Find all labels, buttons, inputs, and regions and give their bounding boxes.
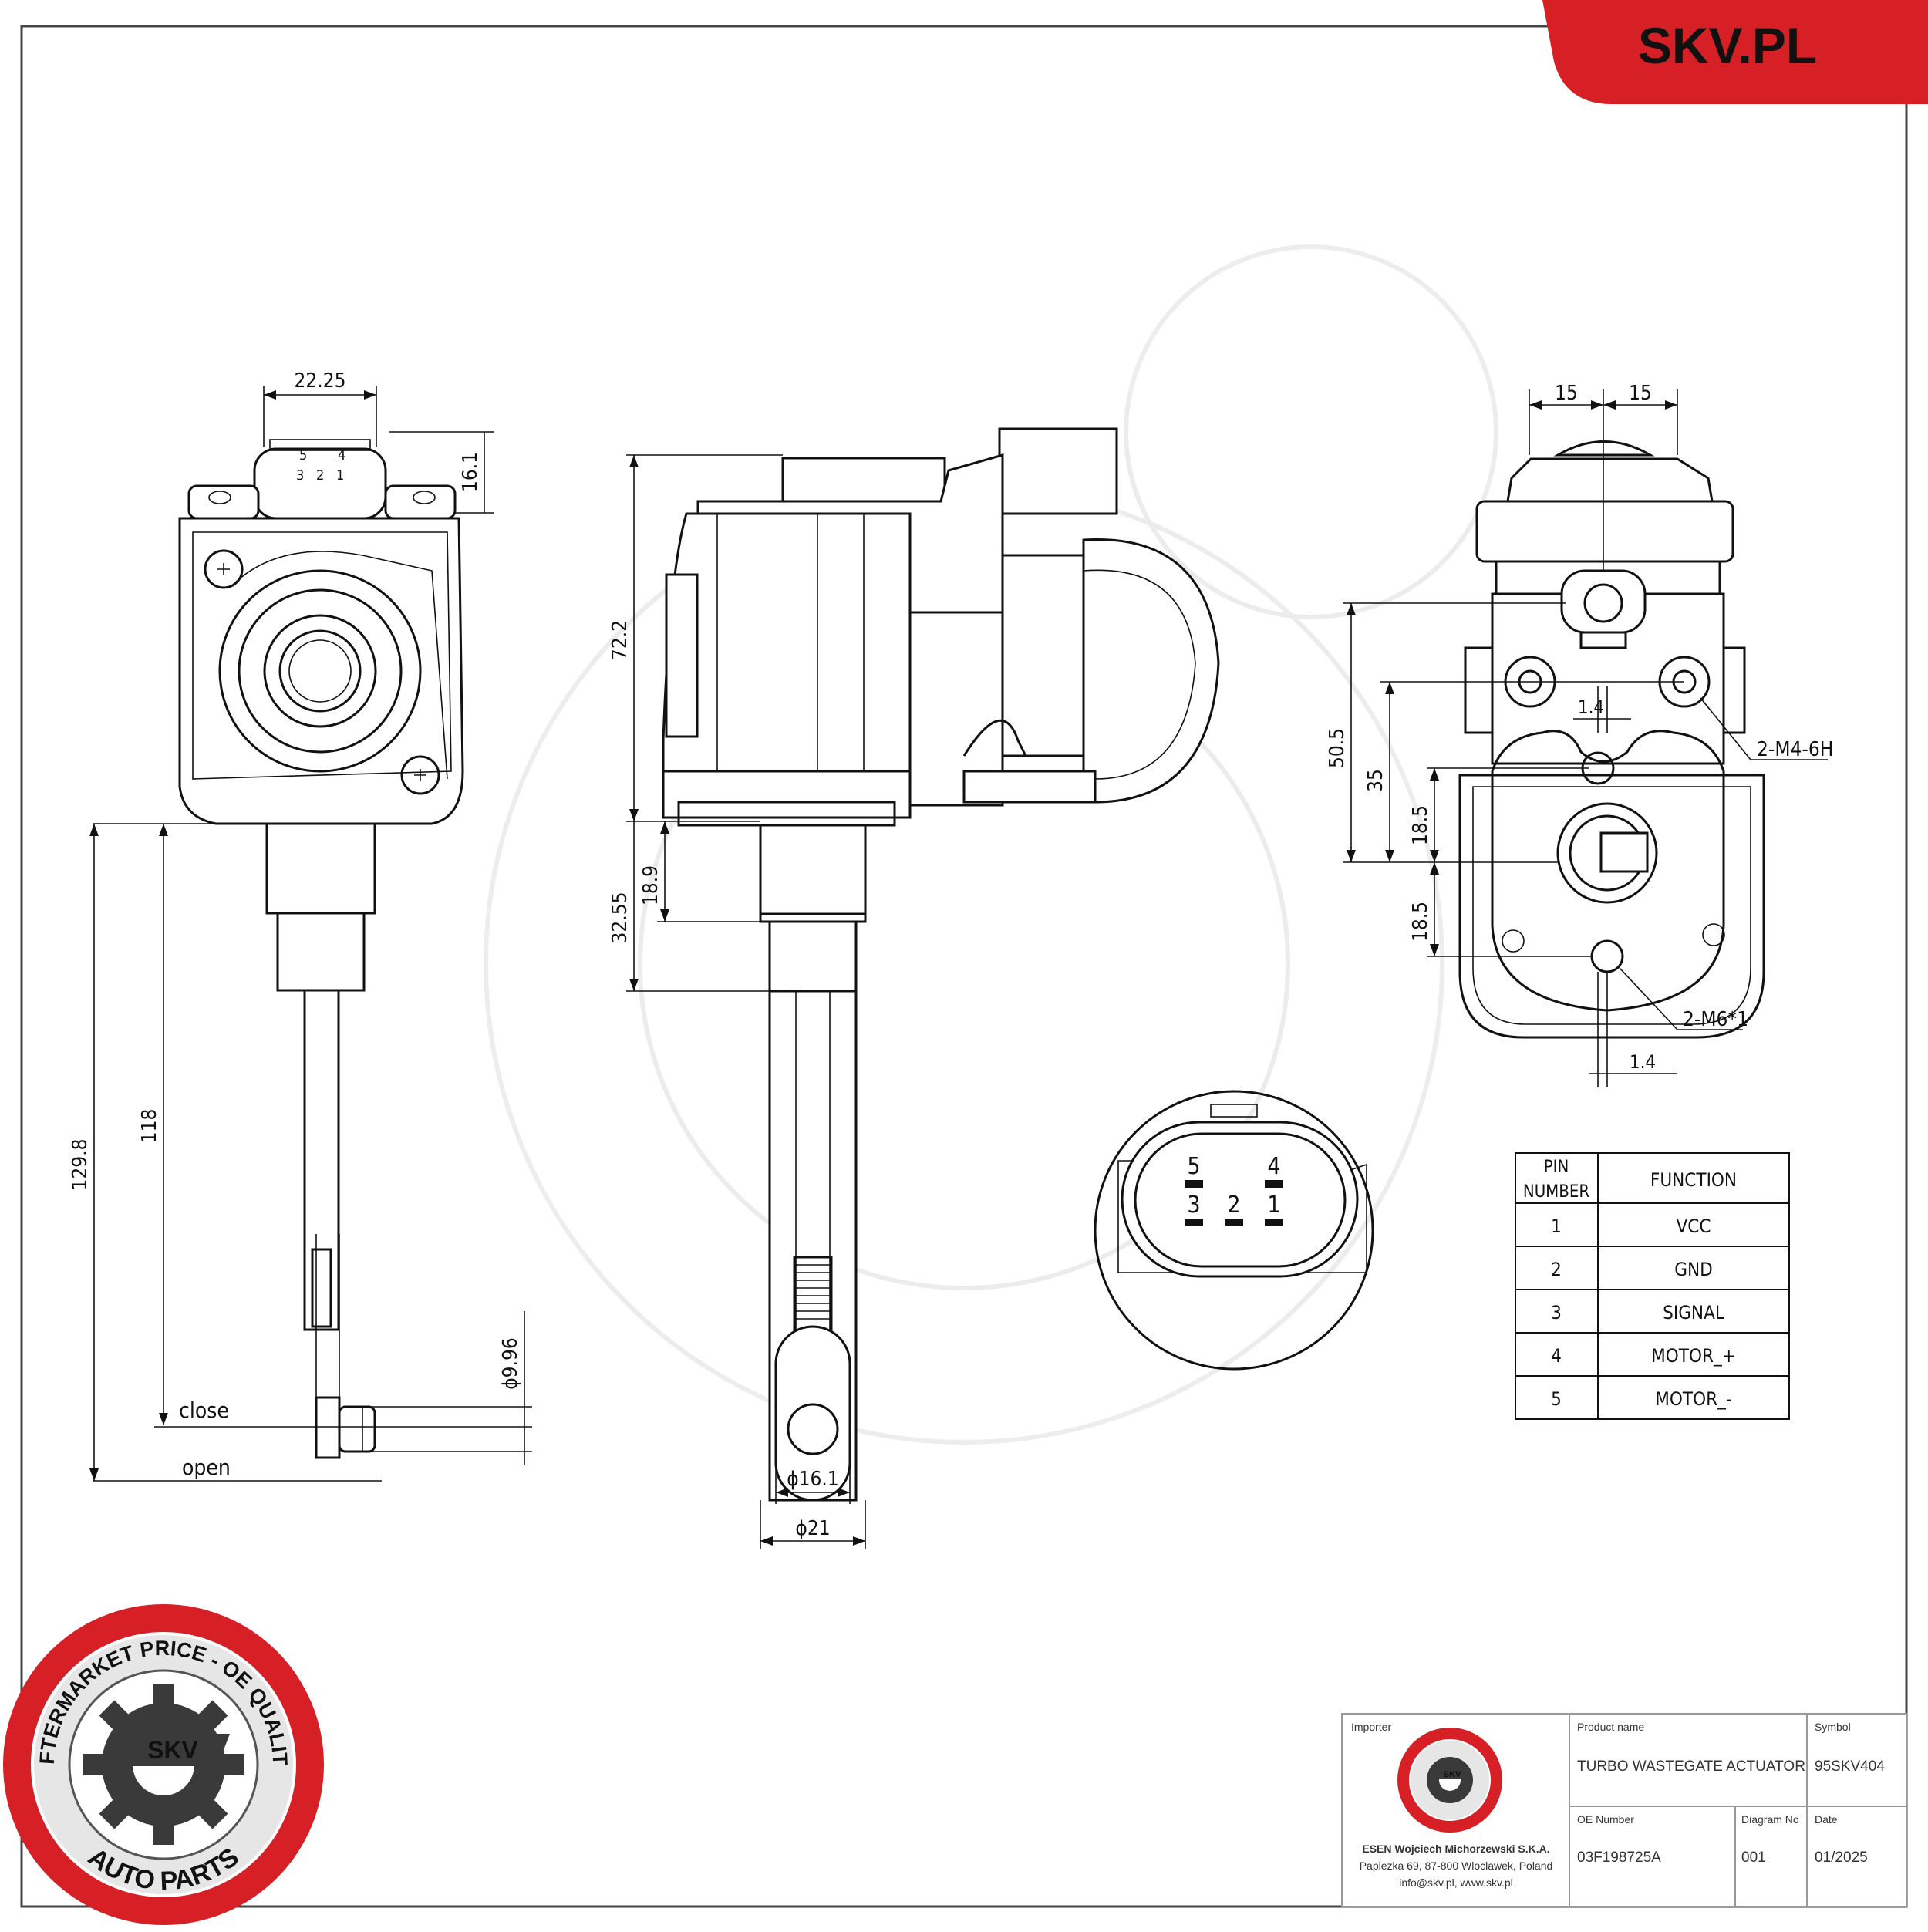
dim-pin-dia: ϕ9.96 xyxy=(499,1337,522,1390)
table-row-pin: 3 xyxy=(1551,1302,1562,1323)
skv-badge: AFTERMARKET PRICE - OE QUALITY AUTO PART… xyxy=(0,0,324,1925)
dim-hole-height: 50.5 xyxy=(1326,728,1349,768)
importer-label: Importer xyxy=(1351,1721,1391,1733)
mount-view-dimensions: 15 15 50.5 35 18.5 18.5 1.4 1.4 2-M4-6H xyxy=(1326,382,1833,1087)
dim-rod-total: 32.55 xyxy=(608,892,632,944)
date-label: Date xyxy=(1815,1813,1838,1826)
table-row-pin: 4 xyxy=(1551,1345,1562,1367)
date-value: 01/2025 xyxy=(1815,1849,1868,1866)
dim-connector-height: 16.1 xyxy=(459,452,482,492)
connector-detail: 5 4 3 2 1 xyxy=(1094,1090,1374,1371)
detail-pin-3: 3 xyxy=(1187,1192,1200,1219)
table-header-pin-2: NUMBER xyxy=(1523,1182,1589,1202)
front-view: 5 4 3 2 1 xyxy=(178,439,464,1459)
detail-pin-1: 1 xyxy=(1267,1192,1280,1219)
diagram-label: Diagram No xyxy=(1741,1813,1799,1826)
table-row-pin: 2 xyxy=(1551,1259,1562,1280)
dim-body-height: 72.2 xyxy=(608,620,632,660)
product-label: Product name xyxy=(1577,1721,1644,1733)
table-row-pin: 1 xyxy=(1551,1216,1562,1237)
title-block: Importer SKV ESEN Wojciech Michorzewski … xyxy=(1341,1713,1907,1907)
importer-logo-text: SKV xyxy=(1444,1770,1461,1779)
dim-total-length: 129.8 xyxy=(69,1139,92,1191)
front-pin-2: 2 xyxy=(316,467,324,484)
brand-banner-shape xyxy=(1542,0,1928,104)
label-close: close xyxy=(179,1398,229,1423)
side-view-dimensions: 72.2 18.9 32.55 ϕ16.1 ϕ21 xyxy=(608,454,866,1549)
detail-pin-4: 4 xyxy=(1267,1153,1280,1180)
pin-function-table: PIN NUMBER FUNCTION 1 VCC 2 GND 3 SIGNAL… xyxy=(1515,1152,1790,1420)
table-row-function: MOTOR_+ xyxy=(1651,1345,1736,1367)
dim-eye-dia: ϕ16.1 xyxy=(787,1468,839,1491)
product-name: TURBO WASTEGATE ACTUATOR xyxy=(1577,1758,1805,1775)
table-row-function: SIGNAL xyxy=(1663,1302,1724,1323)
table-row-function: GND xyxy=(1674,1259,1713,1280)
importer-logo: SKV xyxy=(1397,1728,1502,1833)
table-row-function: MOTOR_- xyxy=(1655,1388,1731,1410)
badge-center-text: SKV xyxy=(147,1736,198,1764)
importer-contact: info@skv.pl, www.skv.pl xyxy=(1399,1876,1513,1889)
table-row-function: VCC xyxy=(1677,1216,1711,1237)
dim-half-width-right: 15 xyxy=(1629,382,1652,405)
front-pin-3: 3 xyxy=(296,467,304,484)
brand-banner[interactable]: SKV.PL xyxy=(1542,0,1928,104)
detail-pin-5: 5 xyxy=(1187,1153,1200,1180)
diagram-no: 001 xyxy=(1741,1849,1766,1866)
front-pin-1: 1 xyxy=(336,467,344,484)
thread-lower-label: 2-M6*1 xyxy=(1683,1008,1748,1031)
dim-stroke-length: 118 xyxy=(138,1109,161,1144)
symbol-value: 95SKV404 xyxy=(1815,1758,1885,1775)
table-header-function: FUNCTION xyxy=(1650,1169,1737,1191)
label-open: open xyxy=(182,1455,231,1480)
dim-connector-width: 22.25 xyxy=(295,369,346,393)
table-header-pin-1: PIN xyxy=(1544,1158,1569,1177)
oe-number: 03F198725A xyxy=(1577,1849,1661,1866)
dim-rod-dia: ϕ21 xyxy=(795,1517,830,1540)
dim-hole-lower: 18.5 xyxy=(1409,902,1432,942)
dim-hole-upper: 18.5 xyxy=(1409,805,1432,845)
side-view xyxy=(662,427,1220,1502)
badge-top-text: AFTERMARKET PRICE - OE QUALITY xyxy=(0,0,292,1766)
thread-upper-label: 2-M4-6H xyxy=(1757,738,1833,761)
dim-offset-lower: 1.4 xyxy=(1630,1051,1656,1073)
importer-address: Papiezka 69, 87-800 Wloclawek, Poland xyxy=(1360,1860,1553,1872)
dim-hole-mid: 35 xyxy=(1364,769,1387,792)
dim-half-width-left: 15 xyxy=(1555,382,1578,405)
mount-view xyxy=(1458,440,1765,1039)
dim-offset-upper: 1.4 xyxy=(1578,696,1604,718)
front-view-dimensions: 22.25 16.1 129.8 118 close open ϕ9.96 xyxy=(69,369,532,1482)
importer-name: ESEN Wojciech Michorzewski S.K.A. xyxy=(1362,1843,1549,1855)
oe-label: OE Number xyxy=(1577,1813,1634,1826)
watermark xyxy=(484,244,1498,1445)
dim-rod-offset: 18.9 xyxy=(639,865,662,905)
front-pin-5: 5 xyxy=(299,447,307,464)
detail-pin-2: 2 xyxy=(1227,1192,1240,1219)
sheet-border xyxy=(20,25,1908,1908)
symbol-label: Symbol xyxy=(1815,1721,1851,1733)
table-row-pin: 5 xyxy=(1551,1388,1562,1410)
brand-site: SKV.PL xyxy=(1638,17,1817,74)
front-pin-4: 4 xyxy=(338,447,345,464)
